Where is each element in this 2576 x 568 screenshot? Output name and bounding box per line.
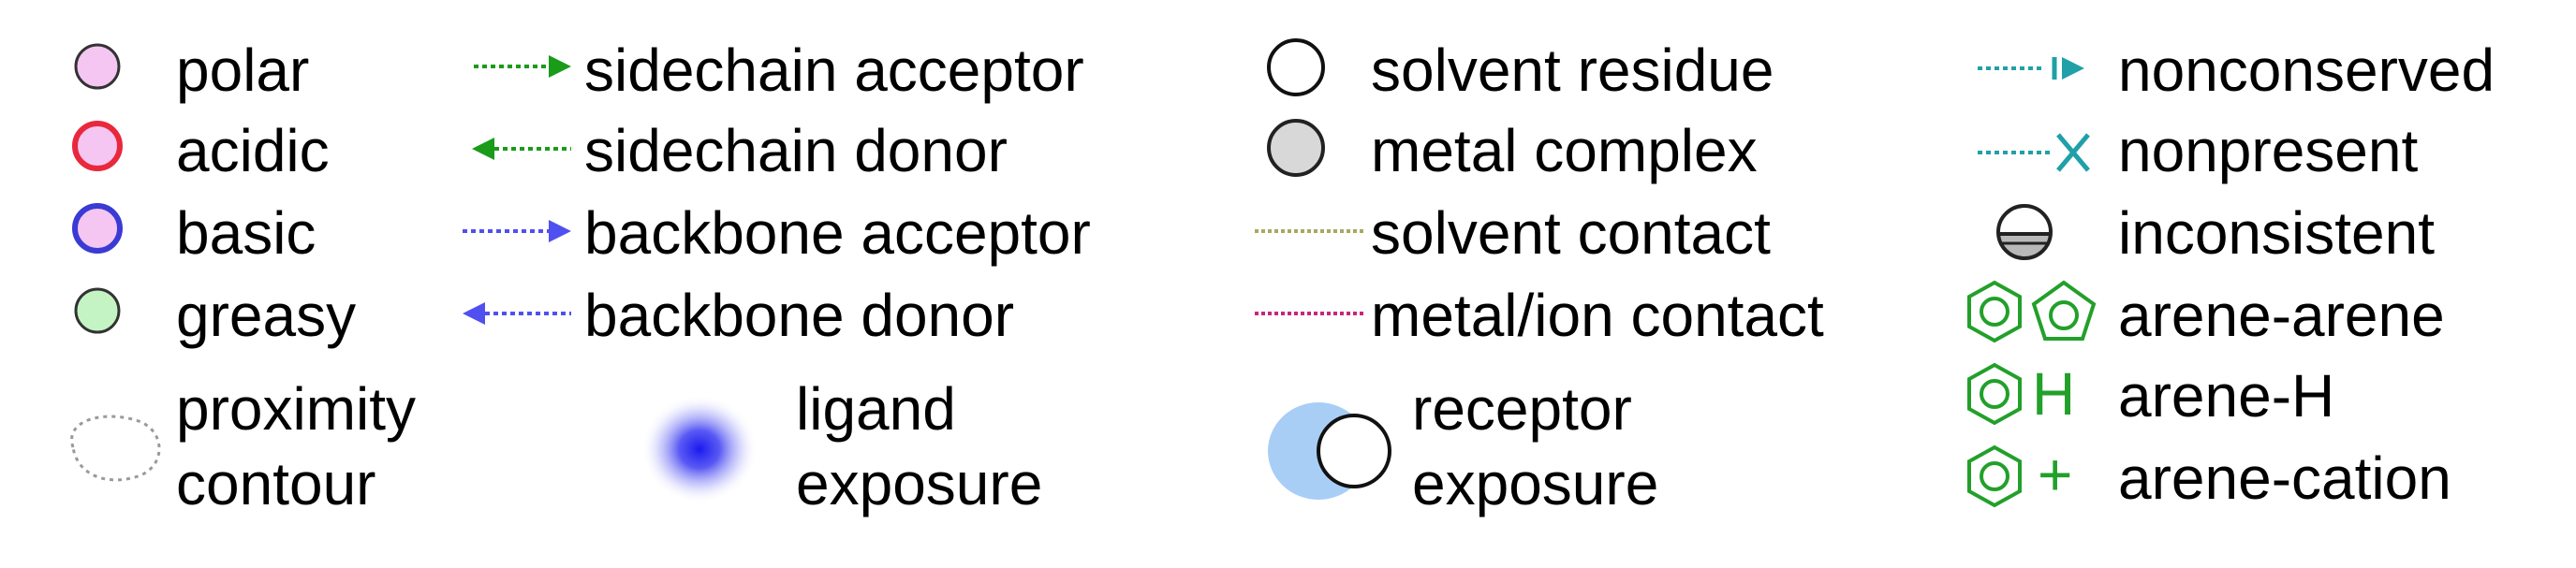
metal-complex-label: metal complex [1371, 117, 1758, 184]
basic-label: basic [176, 199, 316, 267]
ligand-exposure-icon [639, 393, 760, 505]
nonconserved-label: nonconserved [2118, 36, 2495, 104]
sidechain-donor-arrow-icon [468, 133, 575, 165]
backbone-acceptor-label: backbone acceptor [584, 199, 1091, 267]
greasy-label: greasy [176, 282, 357, 349]
proximity-contour-icon [54, 410, 167, 485]
receptor-exposure-label-line2: exposure [1412, 450, 1659, 517]
proximity-label-line2: contour [176, 450, 376, 517]
receptor-exposure-label-line1: receptor [1412, 375, 1632, 443]
backbone-donor-arrow-icon [459, 298, 575, 329]
greasy-icon [73, 286, 122, 335]
inconsistent-label: inconsistent [2118, 199, 2435, 267]
polar-icon [73, 42, 122, 91]
sidechain-donor-label: sidechain donor [584, 117, 1008, 184]
arene-arene-icon [1961, 277, 2101, 348]
polar-label: polar [176, 36, 310, 104]
metal-complex-icon [1266, 118, 1326, 178]
solvent-contact-line-icon [1253, 226, 1365, 236]
backbone-acceptor-arrow-icon [459, 215, 575, 247]
solvent-residue-label: solvent residue [1371, 36, 1774, 104]
arene-cation-label: arene-cation [2118, 444, 2451, 512]
sidechain-acceptor-arrow-icon [470, 51, 575, 82]
receptor-exposure-icon [1266, 393, 1397, 505]
basic-icon [71, 202, 124, 255]
arene-h-ring-icon [1961, 359, 2028, 430]
acidic-icon [71, 120, 124, 172]
arene-h-glyph: H [2032, 360, 2076, 428]
solvent-contact-label: solvent contact [1371, 199, 1771, 267]
arene-cation-glyph: + [2038, 441, 2073, 508]
metal-ion-contact-label: metal/ion contact [1371, 282, 1824, 349]
acidic-label: acidic [176, 117, 330, 184]
ligand-exposure-label-line2: exposure [796, 450, 1043, 517]
arene-arene-label: arene-arene [2118, 282, 2445, 349]
nonconserved-arrow-icon [1976, 52, 2088, 84]
backbone-donor-label: backbone donor [584, 282, 1015, 349]
nonpresent-label: nonpresent [2118, 117, 2419, 184]
metal-ion-contact-line-icon [1253, 309, 1365, 318]
solvent-residue-icon [1266, 37, 1326, 97]
sidechain-acceptor-label: sidechain acceptor [584, 36, 1084, 104]
proximity-label-line1: proximity [176, 375, 417, 443]
arene-h-label: arene-H [2118, 362, 2335, 430]
inconsistent-icon [1995, 202, 2054, 262]
nonpresent-cross-icon [1976, 129, 2094, 176]
ligand-exposure-label-line1: ligand [796, 375, 956, 443]
arene-cation-ring-icon [1961, 442, 2028, 513]
